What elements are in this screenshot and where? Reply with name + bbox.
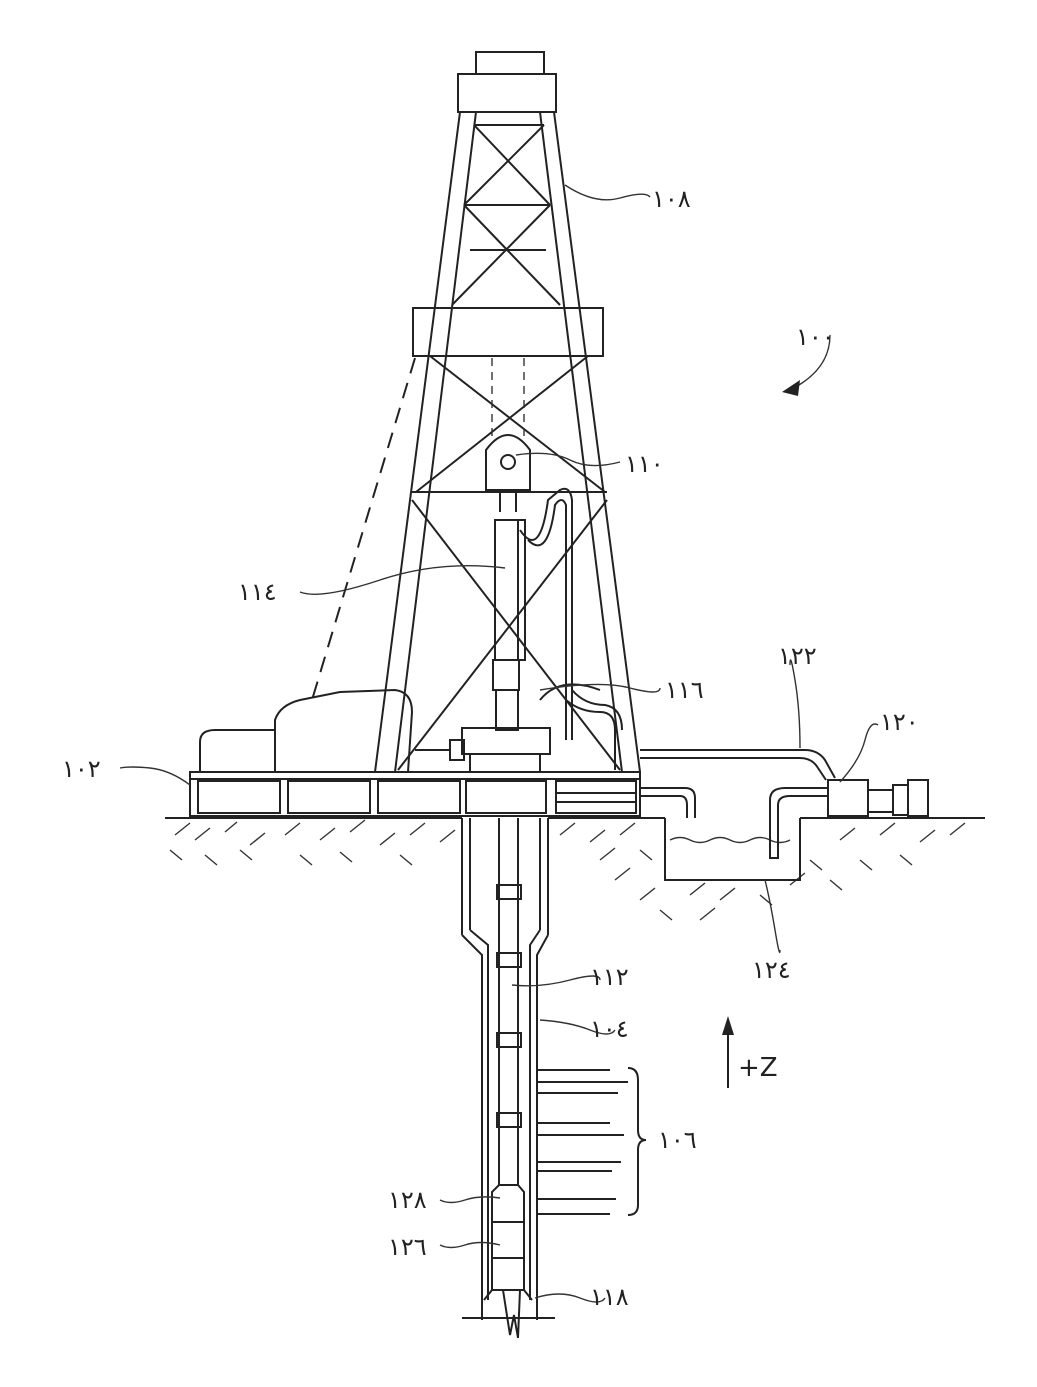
label-116: ١١٦ — [665, 676, 704, 704]
arrow-100-head — [782, 380, 800, 396]
label-106: ١٠٦ — [658, 1126, 697, 1154]
pump-and-feed-pipe — [640, 750, 928, 816]
label-100: ١٠٠ — [796, 323, 835, 351]
label-128: ١٢٨ — [388, 1186, 427, 1214]
label-112: ١١٢ — [590, 963, 629, 991]
rotary-table — [415, 728, 550, 772]
label-102: ١٠٢ — [62, 755, 101, 783]
label-110: ١١٠ — [625, 450, 664, 478]
label-120: ١٢٠ — [880, 708, 919, 736]
platform — [190, 772, 640, 816]
label-124: ١٢٤ — [752, 956, 791, 984]
z-axis-arrow — [722, 1016, 734, 1088]
label-122: ١٢٢ — [778, 642, 817, 670]
label-114: ١١٤ — [238, 578, 277, 606]
label-118: ١١٨ — [590, 1283, 629, 1311]
label-126: ١٢٦ — [388, 1233, 427, 1261]
ground — [165, 818, 985, 920]
mud-pit — [640, 788, 828, 880]
label-108: ١٠٨ — [652, 185, 691, 213]
travelling-block — [486, 435, 530, 512]
derrick — [312, 112, 640, 772]
label-z-axis: +Z — [738, 1053, 778, 1083]
crown-block — [458, 52, 556, 112]
label-104: ١٠٤ — [590, 1015, 629, 1043]
drill-string — [484, 818, 532, 1338]
formations — [537, 1068, 646, 1215]
